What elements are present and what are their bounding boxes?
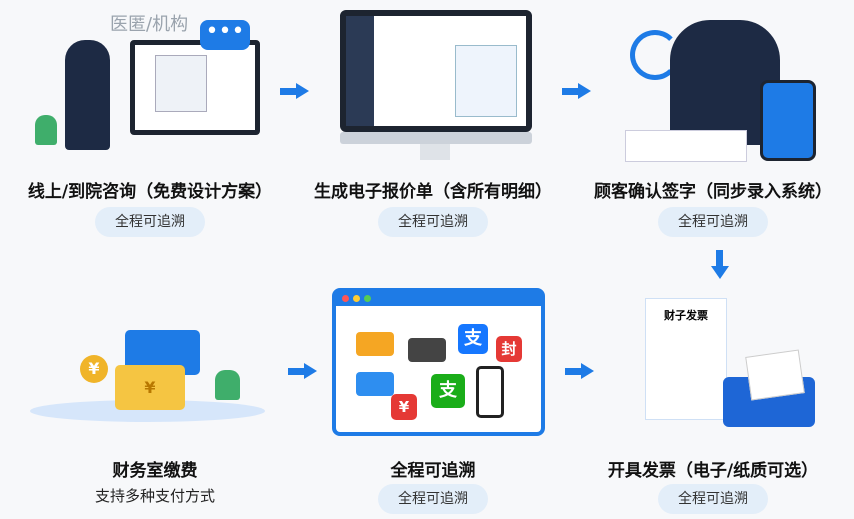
red-packet-icon: 封 xyxy=(496,336,522,362)
invoice-paper: 财子发票 xyxy=(645,298,727,420)
wireless-icon xyxy=(630,30,680,80)
step-subtitle: 支持多种支付方式 xyxy=(94,487,215,505)
plant-icon xyxy=(35,115,57,145)
arrow-right-icon xyxy=(562,83,592,99)
alipay-icon: 支 xyxy=(458,324,488,354)
tablet-icon xyxy=(760,80,816,161)
card-icon xyxy=(408,338,446,362)
paper xyxy=(625,130,747,162)
step-title: 全程可追溯 xyxy=(390,461,476,481)
step-title: 财务室缴费 xyxy=(112,461,198,481)
arrow-right-icon xyxy=(565,363,595,379)
wechat-pay-icon: 支 xyxy=(431,374,465,408)
app-sidebar xyxy=(346,16,374,126)
document-icon xyxy=(155,55,207,112)
signing-illustration xyxy=(605,5,835,165)
step-title: 线上/到院咨询（免费设计方案） xyxy=(27,182,273,202)
window-dot-yellow xyxy=(353,295,360,302)
coin-icon: ¥ xyxy=(80,355,108,383)
invoice-title: 财子发票 xyxy=(664,309,708,322)
step-title: 生成电子报价单（含所有明细） xyxy=(314,182,552,202)
clinic-sign: 医匿/机构 xyxy=(110,14,189,35)
step-title: 开具发票（电子/纸质可选） xyxy=(607,461,819,481)
phone-icon xyxy=(476,366,504,418)
traceable-badge: 全程可追溯 xyxy=(378,484,488,514)
traceable-badge: 全程可追溯 xyxy=(95,207,205,237)
consult-illustration: 医匿/机构 ••• xyxy=(30,0,270,160)
payment-illustration: ¥ ¥ xyxy=(30,285,270,435)
arrow-right-icon xyxy=(288,363,318,379)
traceable-badge: 全程可追溯 xyxy=(658,484,768,514)
window-dot-red xyxy=(342,295,349,302)
step-title: 顾客确认签字（同步录入系统） xyxy=(594,182,832,202)
monitor-stand xyxy=(340,132,532,144)
plant-icon xyxy=(215,370,240,400)
consultant-person xyxy=(65,40,110,150)
invoice-illustration: 财子发票 xyxy=(620,295,820,435)
card-icon xyxy=(356,372,394,396)
platform xyxy=(30,400,265,422)
traceable-badge: 全程可追溯 xyxy=(658,207,768,237)
quote-panel xyxy=(455,45,517,117)
payment-methods-window: 支 封 ¥ 支 xyxy=(332,288,545,436)
window-dot-green xyxy=(364,295,371,302)
monitor-base xyxy=(420,144,450,160)
arrow-right-icon xyxy=(280,83,310,99)
card-icon xyxy=(356,332,394,356)
wallet-icon: ¥ xyxy=(115,365,185,410)
chat-bubble-icon: ••• xyxy=(200,20,250,50)
quote-illustration xyxy=(340,10,532,160)
window-titlebar xyxy=(336,292,541,306)
printed-receipt xyxy=(745,349,805,401)
arrow-down-icon xyxy=(711,250,729,280)
unionpay-icon: ¥ xyxy=(391,394,417,420)
traceable-badge: 全程可追溯 xyxy=(378,207,488,237)
